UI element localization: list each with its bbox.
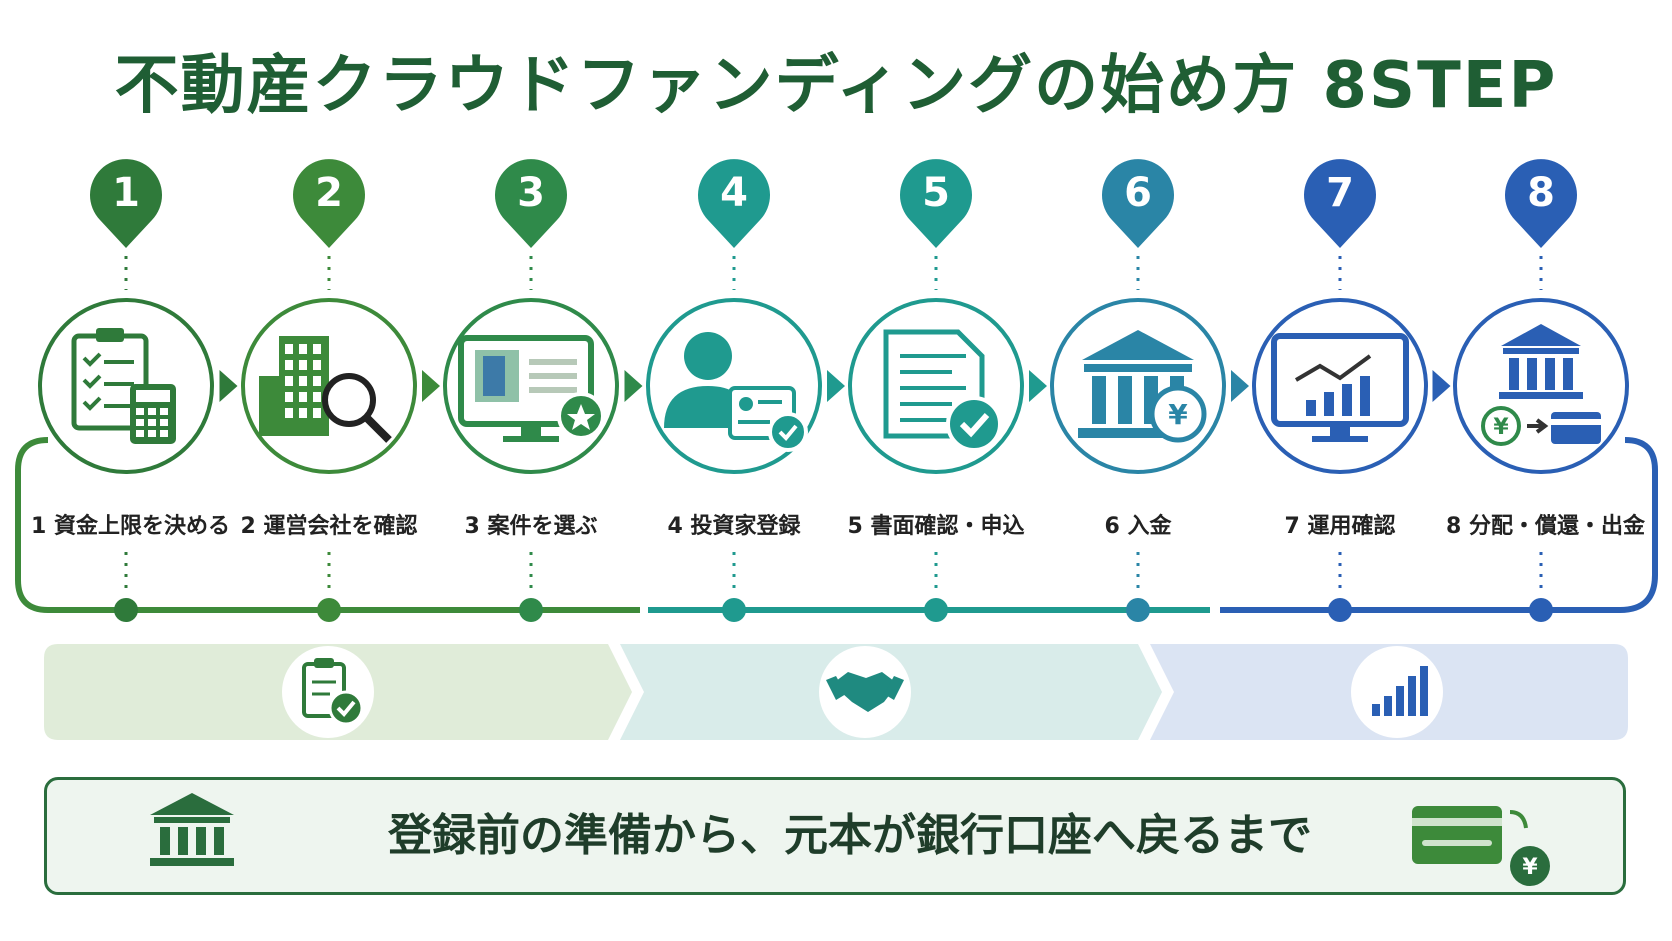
step-7-pin [1304,159,1376,248]
step-1-number: 1 [112,170,140,216]
summary-banner [44,777,1626,895]
bank-yen-card-icon: ¥ [1481,324,1601,446]
step-5-arrow [1029,370,1047,402]
person-id-card-icon [664,332,808,452]
step-5-label: 5 書面確認・申込 [847,514,1025,539]
step-2-pin [293,159,365,248]
handshake-icon [819,646,911,738]
step-5-number: 5 [922,170,950,216]
step-7-arrow [1432,370,1451,402]
step-3-node [519,598,543,622]
step-6-label: 6 入金 [1104,514,1172,539]
step-1-node [114,598,138,622]
step-5-pin [900,159,972,248]
step-3-pin [494,159,567,248]
building-magnifier-icon [259,336,392,443]
bar-chart-icon [1351,646,1443,738]
step-8-label: 8 分配・償還・出金 [1446,514,1645,539]
step-3-number: 3 [517,170,545,216]
step-6-number: 6 [1124,170,1152,216]
step-8-pin [1505,159,1578,248]
flow-line-blue [1220,437,1658,613]
step-5-node [924,598,948,622]
step-2-number: 2 [315,170,343,216]
step-4-pin [698,159,770,248]
step-7-circle [1252,298,1428,474]
step-7-label: 7 運用確認 [1284,514,1396,539]
step-1-label: 1 資金上限を決める [31,514,230,539]
step-8-node [1529,598,1553,622]
step-8-number: 8 [1527,170,1555,216]
svg-text:¥: ¥ [1168,398,1188,431]
step-3-label: 3 案件を選ぶ [464,514,598,539]
clipboard-calculator-icon [71,328,176,444]
step-2-arrow [422,370,440,402]
page-title: 不動産クラウドファンディングの始め方 8STEP [114,49,1558,123]
svg-text:¥: ¥ [1493,415,1509,440]
step-2-label: 2 運営会社を確認 [240,514,418,539]
monitor-listing-star-icon [458,335,605,442]
card-yen-icon: ¥ [1412,806,1550,886]
step-3-arrow [624,370,643,402]
bank-icon [150,793,234,866]
document-check-icon [883,329,1002,452]
step-1-pin [89,159,163,248]
step-2-node [317,598,341,622]
clipboard-check-icon [282,646,374,738]
flow-line-green [15,437,640,613]
step-6-pin [1102,159,1174,248]
summary-text: 登録前の準備から、元本が銀行口座へ戻るまで [388,810,1312,861]
step-6-arrow [1231,370,1249,402]
step-7-number: 7 [1326,170,1354,216]
step-4-number: 4 [720,170,748,216]
step-4-arrow [827,370,845,402]
step-4-node [722,598,746,622]
step-1-arrow [219,370,238,402]
step-6-node [1126,598,1150,622]
svg-text:¥: ¥ [1522,855,1538,880]
step-4-label: 4 投資家登録 [667,514,801,539]
bank-yen-icon: ¥ [1078,330,1207,443]
monitor-chart-icon [1271,333,1409,442]
step-7-node [1328,598,1352,622]
